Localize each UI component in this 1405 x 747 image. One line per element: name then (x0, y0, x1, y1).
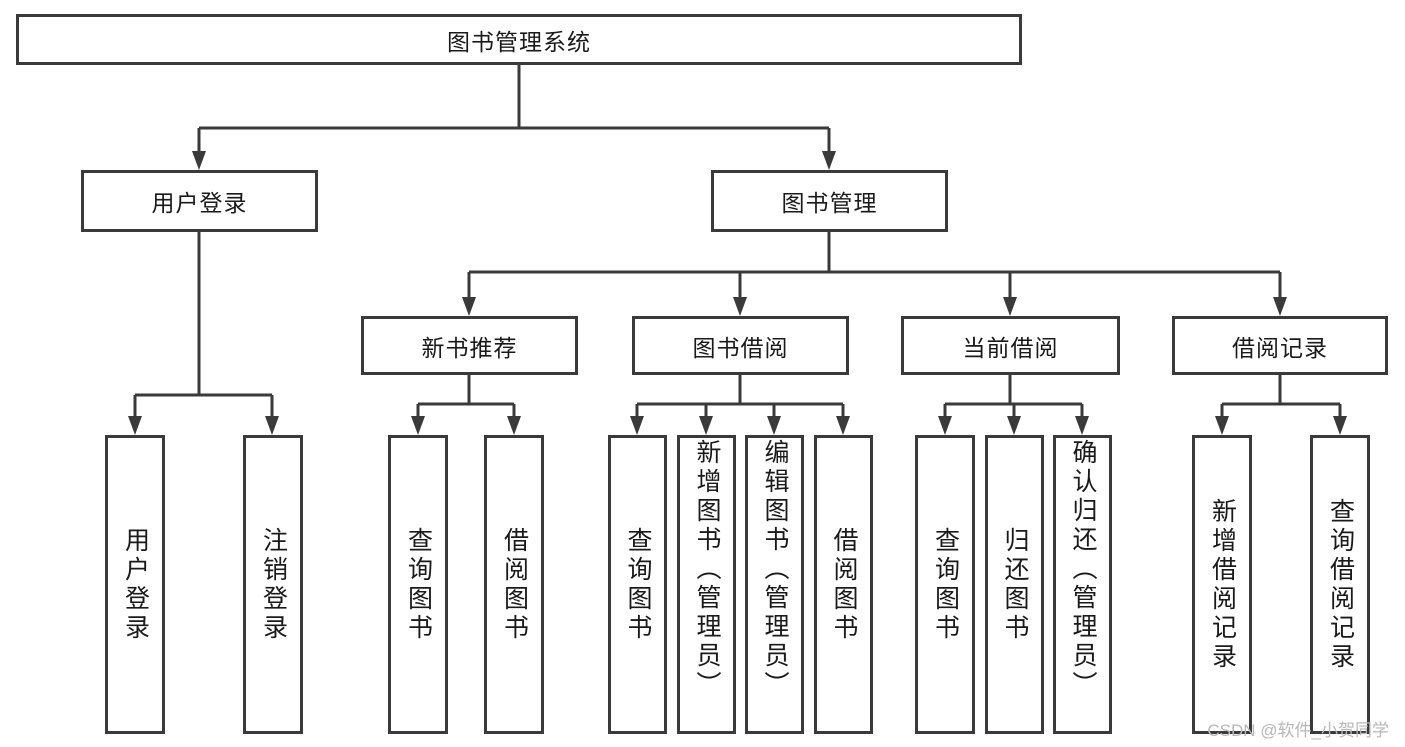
node-box-leaf-query-book[interactable] (608, 435, 667, 734)
node-box-leaf-borrow-book-rec[interactable] (484, 435, 544, 734)
arrow-head-icon (767, 416, 781, 435)
node-box-leaf-add-book[interactable] (677, 435, 736, 734)
arrow-head-icon (630, 416, 644, 435)
arrow-head-icon (836, 416, 850, 435)
arrow-head-icon (507, 416, 521, 435)
arrow-head-icon (1333, 416, 1347, 435)
arrow-head-icon (822, 151, 836, 170)
node-box-current-borrow[interactable] (901, 316, 1120, 375)
node-box-book-manage[interactable] (711, 170, 948, 232)
node-box-leaf-query-record[interactable] (1310, 435, 1370, 734)
node-box-leaf-borrow-book[interactable] (814, 435, 873, 734)
arrow-head-icon (1075, 416, 1089, 435)
node-box-leaf-return-book[interactable] (985, 435, 1044, 734)
node-box-user-login[interactable] (81, 170, 318, 232)
node-box-borrow-record[interactable] (1172, 316, 1388, 375)
node-box-leaf-query-book-cur[interactable] (915, 435, 975, 734)
arrow-head-icon (265, 416, 279, 435)
arrow-head-icon (699, 416, 713, 435)
node-box-leaf-edit-book[interactable] (745, 435, 804, 734)
arrow-head-icon (462, 297, 476, 316)
arrow-head-icon (938, 416, 952, 435)
node-box-leaf-query-book-rec[interactable] (388, 435, 448, 734)
csdn-watermark: CSDN @软件_小贺同学 (1207, 721, 1389, 740)
node-box-leaf-confirm-return[interactable] (1053, 435, 1112, 734)
arrow-head-icon (128, 416, 142, 435)
node-box-root[interactable] (16, 14, 1022, 65)
arrow-head-icon (1273, 297, 1287, 316)
node-box-leaf-user-login[interactable] (105, 435, 165, 734)
node-box-leaf-add-record[interactable] (1192, 435, 1252, 734)
node-box-leaf-user-logout[interactable] (243, 435, 303, 734)
node-box-layer (16, 14, 1388, 734)
node-box-new-book-recommend[interactable] (361, 316, 578, 375)
node-box-book-borrow[interactable] (632, 316, 849, 375)
arrow-head-icon (1003, 297, 1017, 316)
arrow-head-icon (733, 297, 747, 316)
arrow-head-icon (1215, 416, 1229, 435)
arrow-head-icon (192, 151, 206, 170)
connector-layer (128, 65, 1347, 435)
arrow-head-icon (1007, 416, 1021, 435)
arrow-head-icon (411, 416, 425, 435)
